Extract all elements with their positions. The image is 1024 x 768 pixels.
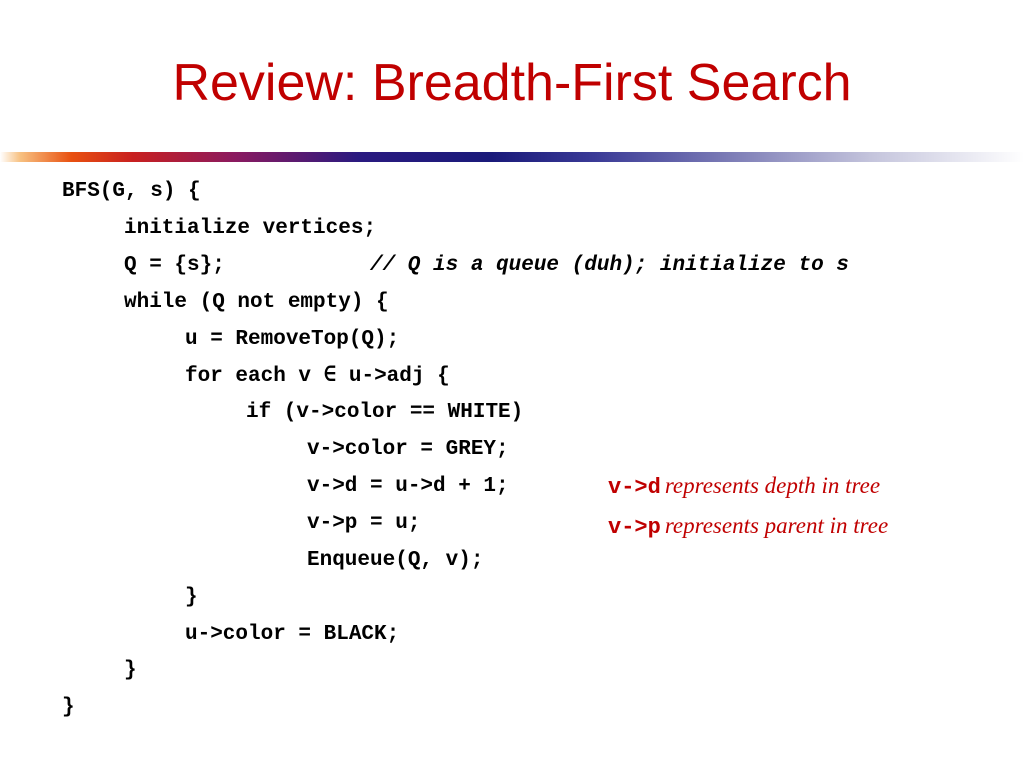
code-line: u = RemoveTop(Q); (185, 328, 400, 351)
code-line: initialize vertices; (124, 217, 377, 240)
note-code: v->d (608, 475, 661, 500)
code-line: u->color = BLACK; (185, 623, 400, 646)
code-line: } (185, 586, 198, 609)
parent-note: v->p represents parent in tree (608, 513, 888, 540)
code-line: } (62, 696, 75, 719)
code-line: for each v ∈ u->adj { (185, 365, 450, 388)
depth-note: v->d represents depth in tree (608, 473, 880, 500)
code-line: if (v->color == WHITE) (246, 401, 524, 424)
code-comment: // Q is a queue (duh); initialize to s (370, 254, 849, 277)
code-line: Q = {s}; (124, 254, 225, 277)
code-line: BFS(G, s) { (62, 180, 201, 203)
code-line: while (Q not empty) { (124, 291, 389, 314)
slide-title: Review: Breadth-First Search (172, 54, 852, 112)
code-line: Enqueue(Q, v); (307, 549, 484, 572)
code-line: v->d = u->d + 1; (307, 475, 509, 498)
code-line: v->p = u; (307, 512, 421, 535)
code-line: v->color = GREY; (307, 438, 509, 461)
note-text: represents depth in tree (664, 473, 881, 498)
code-line: } (124, 659, 137, 682)
note-code: v->p (608, 515, 661, 540)
title-gradient-divider (0, 152, 1024, 162)
note-text: represents parent in tree (664, 513, 889, 538)
